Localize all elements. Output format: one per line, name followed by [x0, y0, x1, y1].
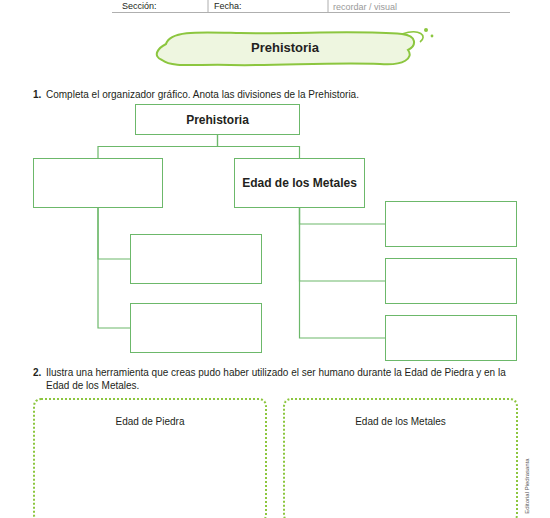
tree-connector [218, 135, 300, 158]
header-divider [208, 0, 209, 12]
branch-box: Edad de los Metales [234, 158, 365, 208]
drawing-area: Edad de Piedra [33, 398, 267, 518]
leaf-box [385, 201, 517, 247]
header-field: Fecha: [214, 0, 294, 13]
header-note: recordar / visual [333, 1, 453, 14]
question-text: Ilustra una herramienta que creas pudo h… [46, 366, 521, 392]
node-label: Prehistoria [182, 113, 253, 127]
banner-swirl [402, 32, 423, 42]
header-divider [328, 0, 329, 12]
leaf-box [130, 234, 262, 284]
question-text: Completa el organizador gráfico. Anota l… [46, 88, 526, 101]
header-rule [112, 12, 510, 13]
banner-dot [431, 35, 434, 38]
tree-connector [98, 135, 218, 158]
tree-connector [98, 208, 130, 259]
question-number: 1. [33, 88, 47, 101]
question-number: 2. [33, 366, 47, 379]
node-label: Edad de Piedra [35, 416, 265, 427]
title-banner [157, 32, 414, 65]
tree-connector [300, 208, 386, 224]
publisher-credit: Editorial Piedrasanta [523, 441, 531, 518]
node-label: Edad de los Metales [238, 176, 361, 190]
root-box: Prehistoria [135, 104, 300, 135]
banner-dot [424, 28, 428, 32]
tree-connector [98, 208, 130, 328]
tree-connector [300, 208, 386, 338]
leaf-box [385, 258, 517, 304]
drawing-area: Edad de los Metales [283, 398, 518, 518]
header-field: Sección: [122, 0, 202, 13]
node-label: Edad de los Metales [285, 416, 516, 427]
tree-connector [300, 208, 386, 281]
leaf-box [130, 303, 262, 353]
worksheet-title: Prehistoria [160, 40, 410, 56]
branch-box [33, 158, 163, 208]
leaf-box [385, 315, 517, 361]
